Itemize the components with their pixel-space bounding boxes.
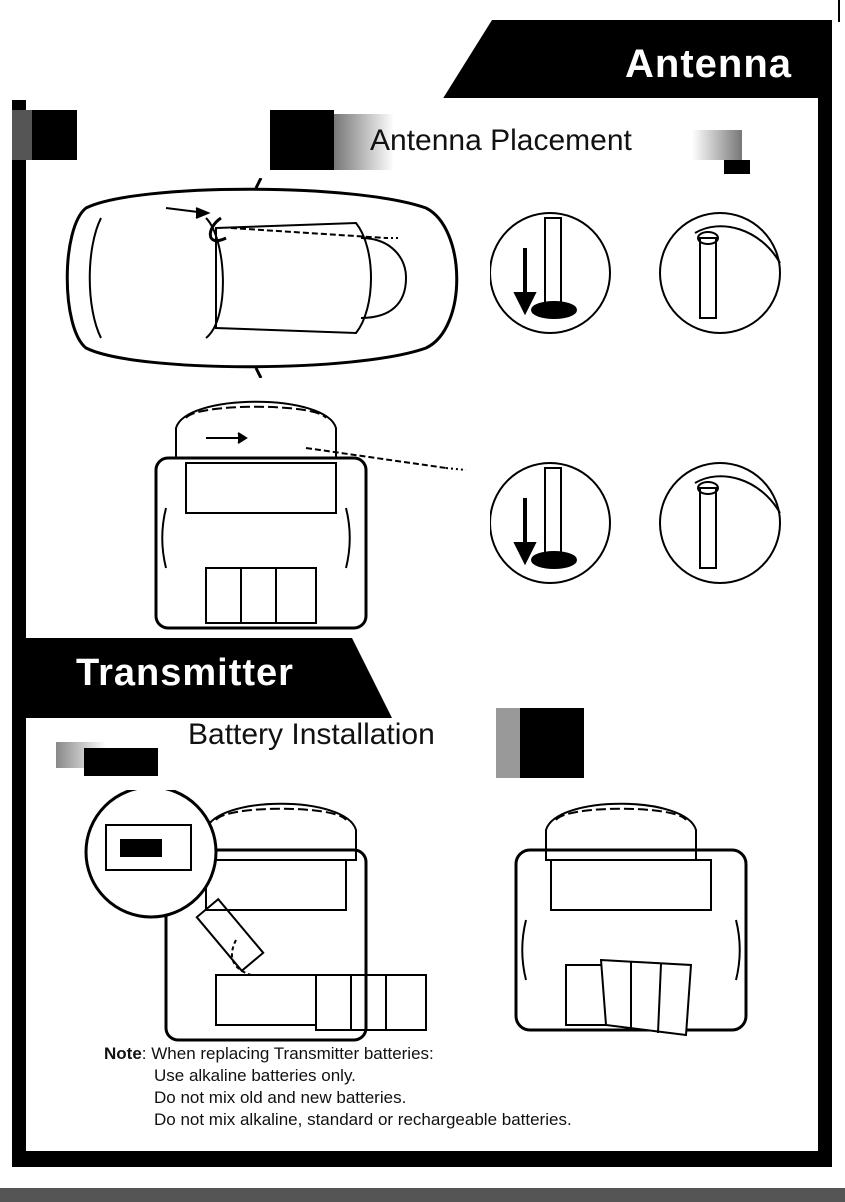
battery-install-illustration <box>76 790 456 1050</box>
note-line: Do not mix alkaline, standard or recharg… <box>154 1109 572 1131</box>
note-line: Do not mix old and new batteries. <box>154 1087 572 1109</box>
subtitle-antenna-placement: Antenna Placement <box>370 124 632 158</box>
note-label: Note <box>104 1044 142 1063</box>
section-title-transmitter: Transmitter <box>76 652 294 695</box>
note-label-line: Note: When replacing Transmitter batteri… <box>104 1043 434 1065</box>
note-intro: When replacing Transmitter batteries: <box>151 1044 434 1063</box>
transmitter-band: Transmitter <box>26 646 386 708</box>
content-area: Antenna Placement <box>26 98 818 1151</box>
section-title-antenna: Antenna <box>625 42 792 87</box>
note-colon: : <box>142 1044 147 1063</box>
subtitle-battery-installation: Battery Installation <box>188 718 435 752</box>
scan-noise-strip <box>0 1188 845 1202</box>
note-list: Use alkaline batteries only. Do not mix … <box>154 1065 572 1131</box>
note-line: Use alkaline batteries only. <box>154 1065 572 1087</box>
battery-cover-illustration <box>506 790 766 1050</box>
page-frame: Antenna Antenna Placement <box>12 20 832 1167</box>
page-edge-mark <box>838 0 840 22</box>
antenna-detail-circles-top <box>490 208 790 348</box>
car-illustration <box>56 178 476 378</box>
antenna-detail-circles-bottom <box>490 458 790 598</box>
transmitter-illustration-top <box>146 388 506 638</box>
